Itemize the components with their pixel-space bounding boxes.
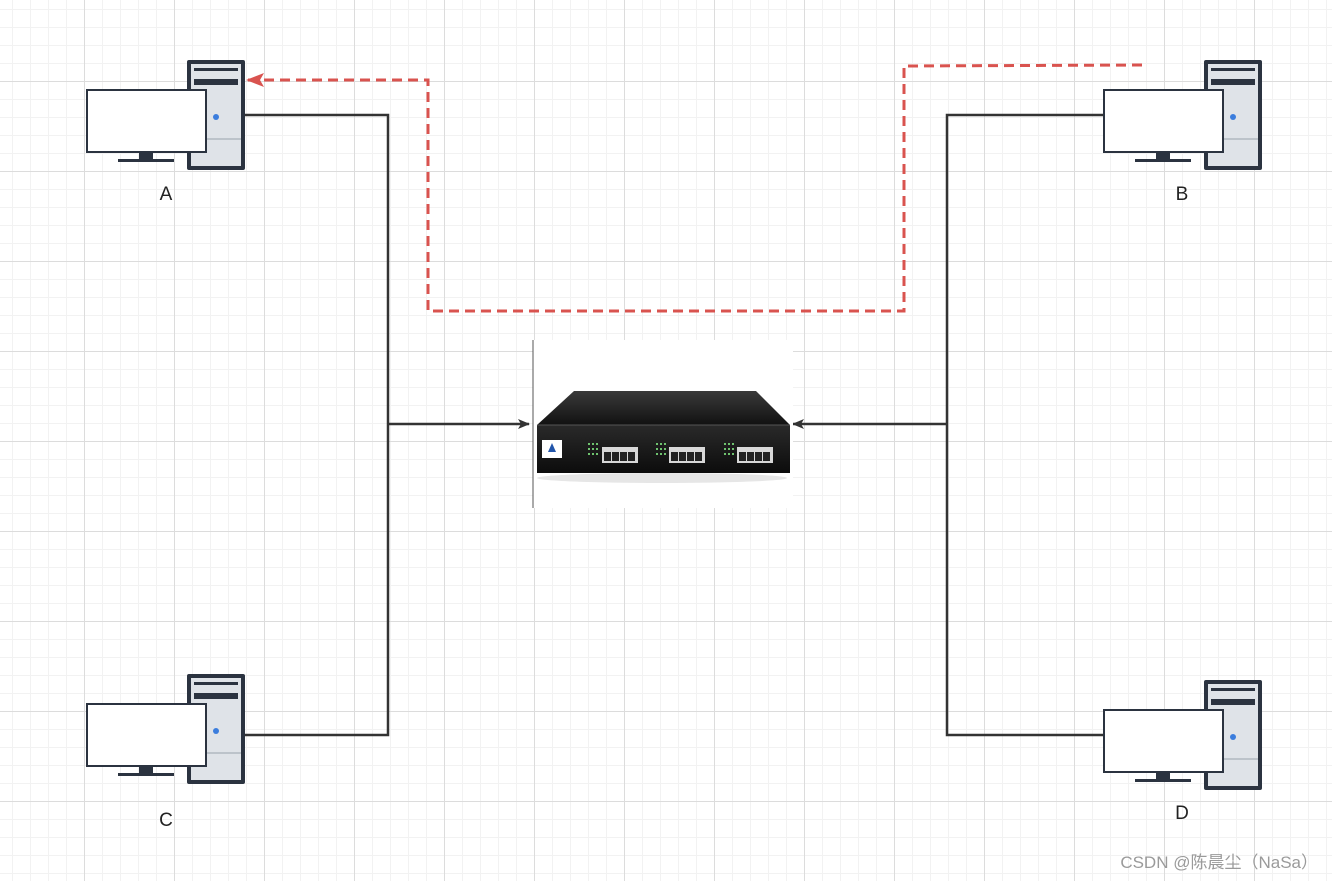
- node-label-d: D: [1175, 803, 1189, 824]
- desktop-computer-icon: [86, 673, 246, 785]
- wire-b-d: [945, 113, 1104, 737]
- wire-a: [244, 113, 390, 737]
- node-label-b: B: [1175, 184, 1189, 205]
- node-label-a: A: [159, 184, 173, 205]
- desktop-computer-icon: [1103, 59, 1263, 171]
- node-label-c: C: [159, 810, 173, 831]
- dashed-path-b-to-a: [246, 63, 1143, 313]
- desktop-computer-icon: [1103, 679, 1263, 791]
- desktop-computer-icon: [86, 59, 246, 171]
- watermark: CSDN @陈晨尘（NaSa）: [1120, 853, 1318, 872]
- network-switch-icon: [532, 340, 793, 508]
